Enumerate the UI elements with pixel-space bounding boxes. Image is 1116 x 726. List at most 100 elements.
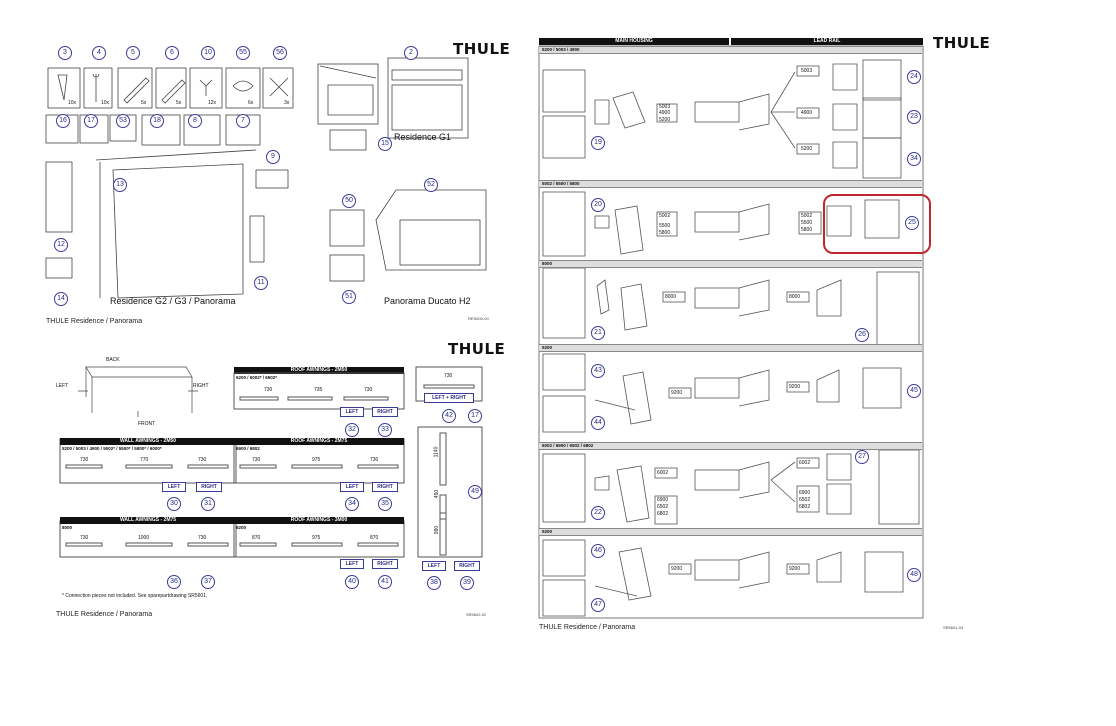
callout-34: 34	[345, 497, 359, 511]
tag: 5002	[659, 213, 671, 219]
callout-41: 41	[378, 575, 392, 589]
callout-38: 38	[427, 576, 441, 590]
part-boxes	[45, 57, 487, 299]
callout-11: 11	[254, 276, 268, 290]
dim: 1140	[433, 446, 440, 458]
wall-2m75-models: 8000	[62, 525, 73, 530]
section-title-4: 9200	[539, 344, 922, 352]
wall-2m50-header: WALL AWNINGS - 2M50	[60, 438, 236, 445]
tag: 5500	[659, 223, 671, 229]
dim: 730	[370, 457, 379, 463]
roof-3m00-header: ROOF AWNINGS - 3M00	[234, 517, 404, 524]
callout-55: 55	[236, 46, 250, 60]
roof-3m00-models: 9200	[236, 525, 247, 530]
callout-47: 47	[591, 598, 605, 612]
dim: 990	[434, 525, 441, 535]
callout-36: 36	[167, 575, 181, 589]
callout-50: 50	[342, 194, 356, 208]
thule-logo-2: THULE	[448, 340, 506, 358]
tag: 5200	[801, 146, 813, 152]
callout-22: 22	[591, 506, 605, 520]
dim: 730	[444, 373, 453, 379]
tag: 5500	[801, 220, 813, 226]
label-left: LEFT	[56, 383, 69, 389]
highlight-box	[823, 194, 931, 254]
roof-2m50-models: 6200 / 6002* / 6502*	[236, 375, 278, 380]
callout-6: 6	[165, 46, 179, 60]
callout-8: 8	[188, 114, 202, 128]
dim: 975	[312, 457, 321, 463]
note: * Connection pieces not included. See sp…	[62, 593, 208, 599]
callout-19: 19	[591, 136, 605, 150]
footer-bottom-left: THULE Residence / Panorama	[56, 611, 153, 618]
bottom-left-sheet: THULE BACK LEFT RIGHT FRONT ROOF AWNINGS…	[38, 335, 508, 625]
callout-3: 3	[58, 46, 72, 60]
header-lead-rail: LEAD RAIL	[731, 38, 923, 45]
callout-7: 7	[236, 114, 250, 128]
dim: 1000	[138, 535, 150, 541]
tag: 5003	[659, 104, 671, 110]
callout-44: 44	[591, 416, 605, 430]
callout-33: 33	[378, 423, 392, 437]
roof-2m50-header: ROOF AWNINGS - 2M50	[234, 367, 404, 374]
tag: 5800	[801, 227, 813, 233]
dim: 730	[264, 387, 273, 393]
tag: 8000	[665, 294, 677, 300]
left-button: LEFT	[162, 482, 186, 492]
tag: 6900	[799, 490, 811, 496]
code-right: SR5601-03	[943, 625, 964, 630]
tag: 5200	[659, 117, 671, 123]
qty-10: 12x	[208, 100, 217, 106]
callout-12: 12	[54, 238, 68, 252]
wall-2m75-header: WALL AWNINGS - 2M75	[60, 517, 236, 524]
tag: 5003	[801, 68, 813, 74]
dim: 870	[370, 535, 379, 541]
callout-30: 30	[167, 497, 181, 511]
callout-45: 45	[907, 384, 921, 398]
section-title-1: 5200 / 5003 / 4900	[539, 46, 922, 54]
callout-40: 40	[345, 575, 359, 589]
callout-27: 27	[855, 450, 869, 464]
roof-2m75-models: 6900 / 6802	[236, 446, 260, 451]
qty-4: 10x	[101, 100, 110, 106]
label-right: RIGHT	[193, 383, 209, 389]
right-button: RIGHT	[372, 482, 398, 492]
tag: 6002	[799, 460, 811, 466]
callout-56: 56	[273, 46, 287, 60]
tag: 6802	[799, 504, 811, 510]
callout-39: 39	[460, 576, 474, 590]
dim: 730	[198, 457, 207, 463]
left-right-button: LEFT + RIGHT	[424, 393, 474, 403]
left-button: LEFT	[340, 559, 364, 569]
callout-20: 20	[591, 198, 605, 212]
dim: 730	[364, 387, 373, 393]
callout-24: 24	[907, 70, 921, 84]
dim: 770	[140, 457, 149, 463]
qty-55: 6x	[248, 100, 254, 106]
left-button: LEFT	[422, 561, 446, 571]
tag: 9200	[671, 390, 683, 396]
section-title-5: 6002 / 6900 / 6502 / 6802	[539, 442, 922, 450]
code-bottom-left: SR5602-02	[466, 612, 487, 617]
tag: 9200	[671, 566, 683, 572]
tag: 6002	[657, 470, 669, 476]
tag: 6502	[799, 497, 811, 503]
callout-26: 26	[855, 328, 869, 342]
callout-51: 51	[342, 290, 356, 304]
right-button: RIGHT	[372, 559, 398, 569]
qty-5: 5x	[141, 100, 147, 106]
title-residence-g1: Residence G1	[394, 132, 452, 142]
dim: 730	[252, 457, 261, 463]
title-residence-g2: Residence G2 / G3 / Panorama	[110, 296, 236, 306]
left-button: LEFT	[340, 407, 364, 417]
section-title-6: 9200	[539, 528, 922, 536]
callout-37: 37	[201, 575, 215, 589]
awning-iso	[78, 366, 198, 417]
callout-23: 23	[907, 110, 921, 124]
callout-17b: 17	[468, 409, 482, 423]
callout-2: 2	[404, 46, 418, 60]
callout-10: 10	[201, 46, 215, 60]
right-button: RIGHT	[196, 482, 222, 492]
callout-15: 15	[378, 137, 392, 151]
callout-46: 46	[591, 544, 605, 558]
